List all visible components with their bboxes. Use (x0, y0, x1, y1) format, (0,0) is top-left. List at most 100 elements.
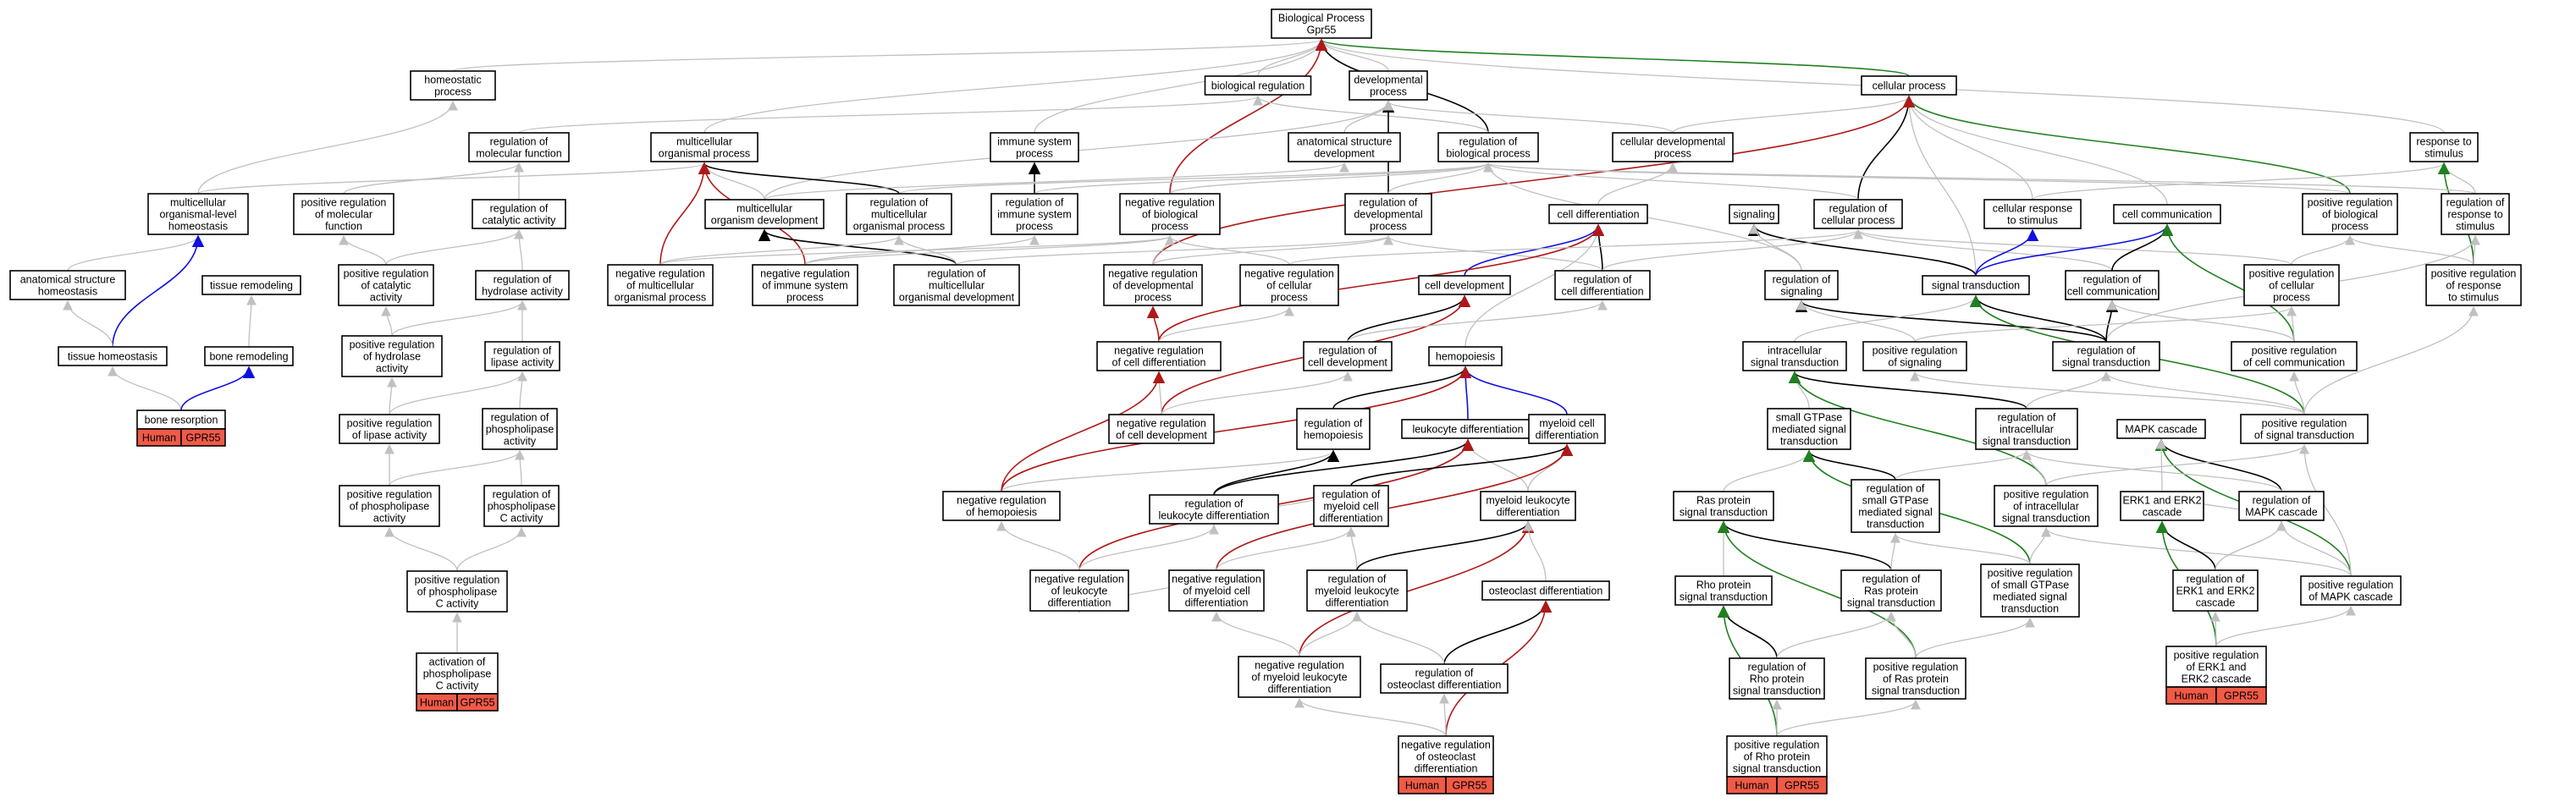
node-hemopoiesis[interactable]: hemopoiesis (1428, 346, 1503, 366)
edge-posreghydro-to-posregcat (381, 305, 393, 337)
node-tissuehomeo[interactable]: tissue homeostasis (58, 346, 168, 366)
node-bioreg[interactable]: biological regulation (1204, 75, 1312, 96)
edge-negregcellproc-to-regcellproc (1288, 228, 1863, 266)
edge-posregsigtrans-to-posregrespstim (2303, 305, 2479, 415)
node-leukodiff[interactable]: leukocyte differentiation (1401, 419, 1535, 439)
node-osteoclastdiff[interactable]: osteoclast differentiation (1481, 580, 1610, 601)
node-signaling[interactable]: signaling (1729, 204, 1779, 224)
node-tissueremod[interactable]: tissue remodeling (201, 275, 301, 295)
node-cellcomm[interactable]: cell communication (2113, 204, 2221, 224)
node-boneremod[interactable]: bone remodeling (204, 346, 294, 366)
node-mapk[interactable]: MAPK cascade (2116, 419, 2206, 439)
node-box (1983, 199, 2082, 229)
node-celldiff[interactable]: cell differentiation (1548, 204, 1648, 224)
node-boneresorp[interactable]: bone resorption (136, 409, 226, 430)
node-cellproc[interactable]: cellular process (1861, 75, 1957, 96)
edge-negregcelldev-to-negregcelldiff (1154, 371, 1164, 415)
edge-posregrhoprot-to-posregrasprot (1776, 699, 1921, 737)
node-signaltrans[interactable]: signal transduction (1922, 275, 2030, 295)
node-celldev[interactable]: cell development (1418, 275, 1511, 295)
